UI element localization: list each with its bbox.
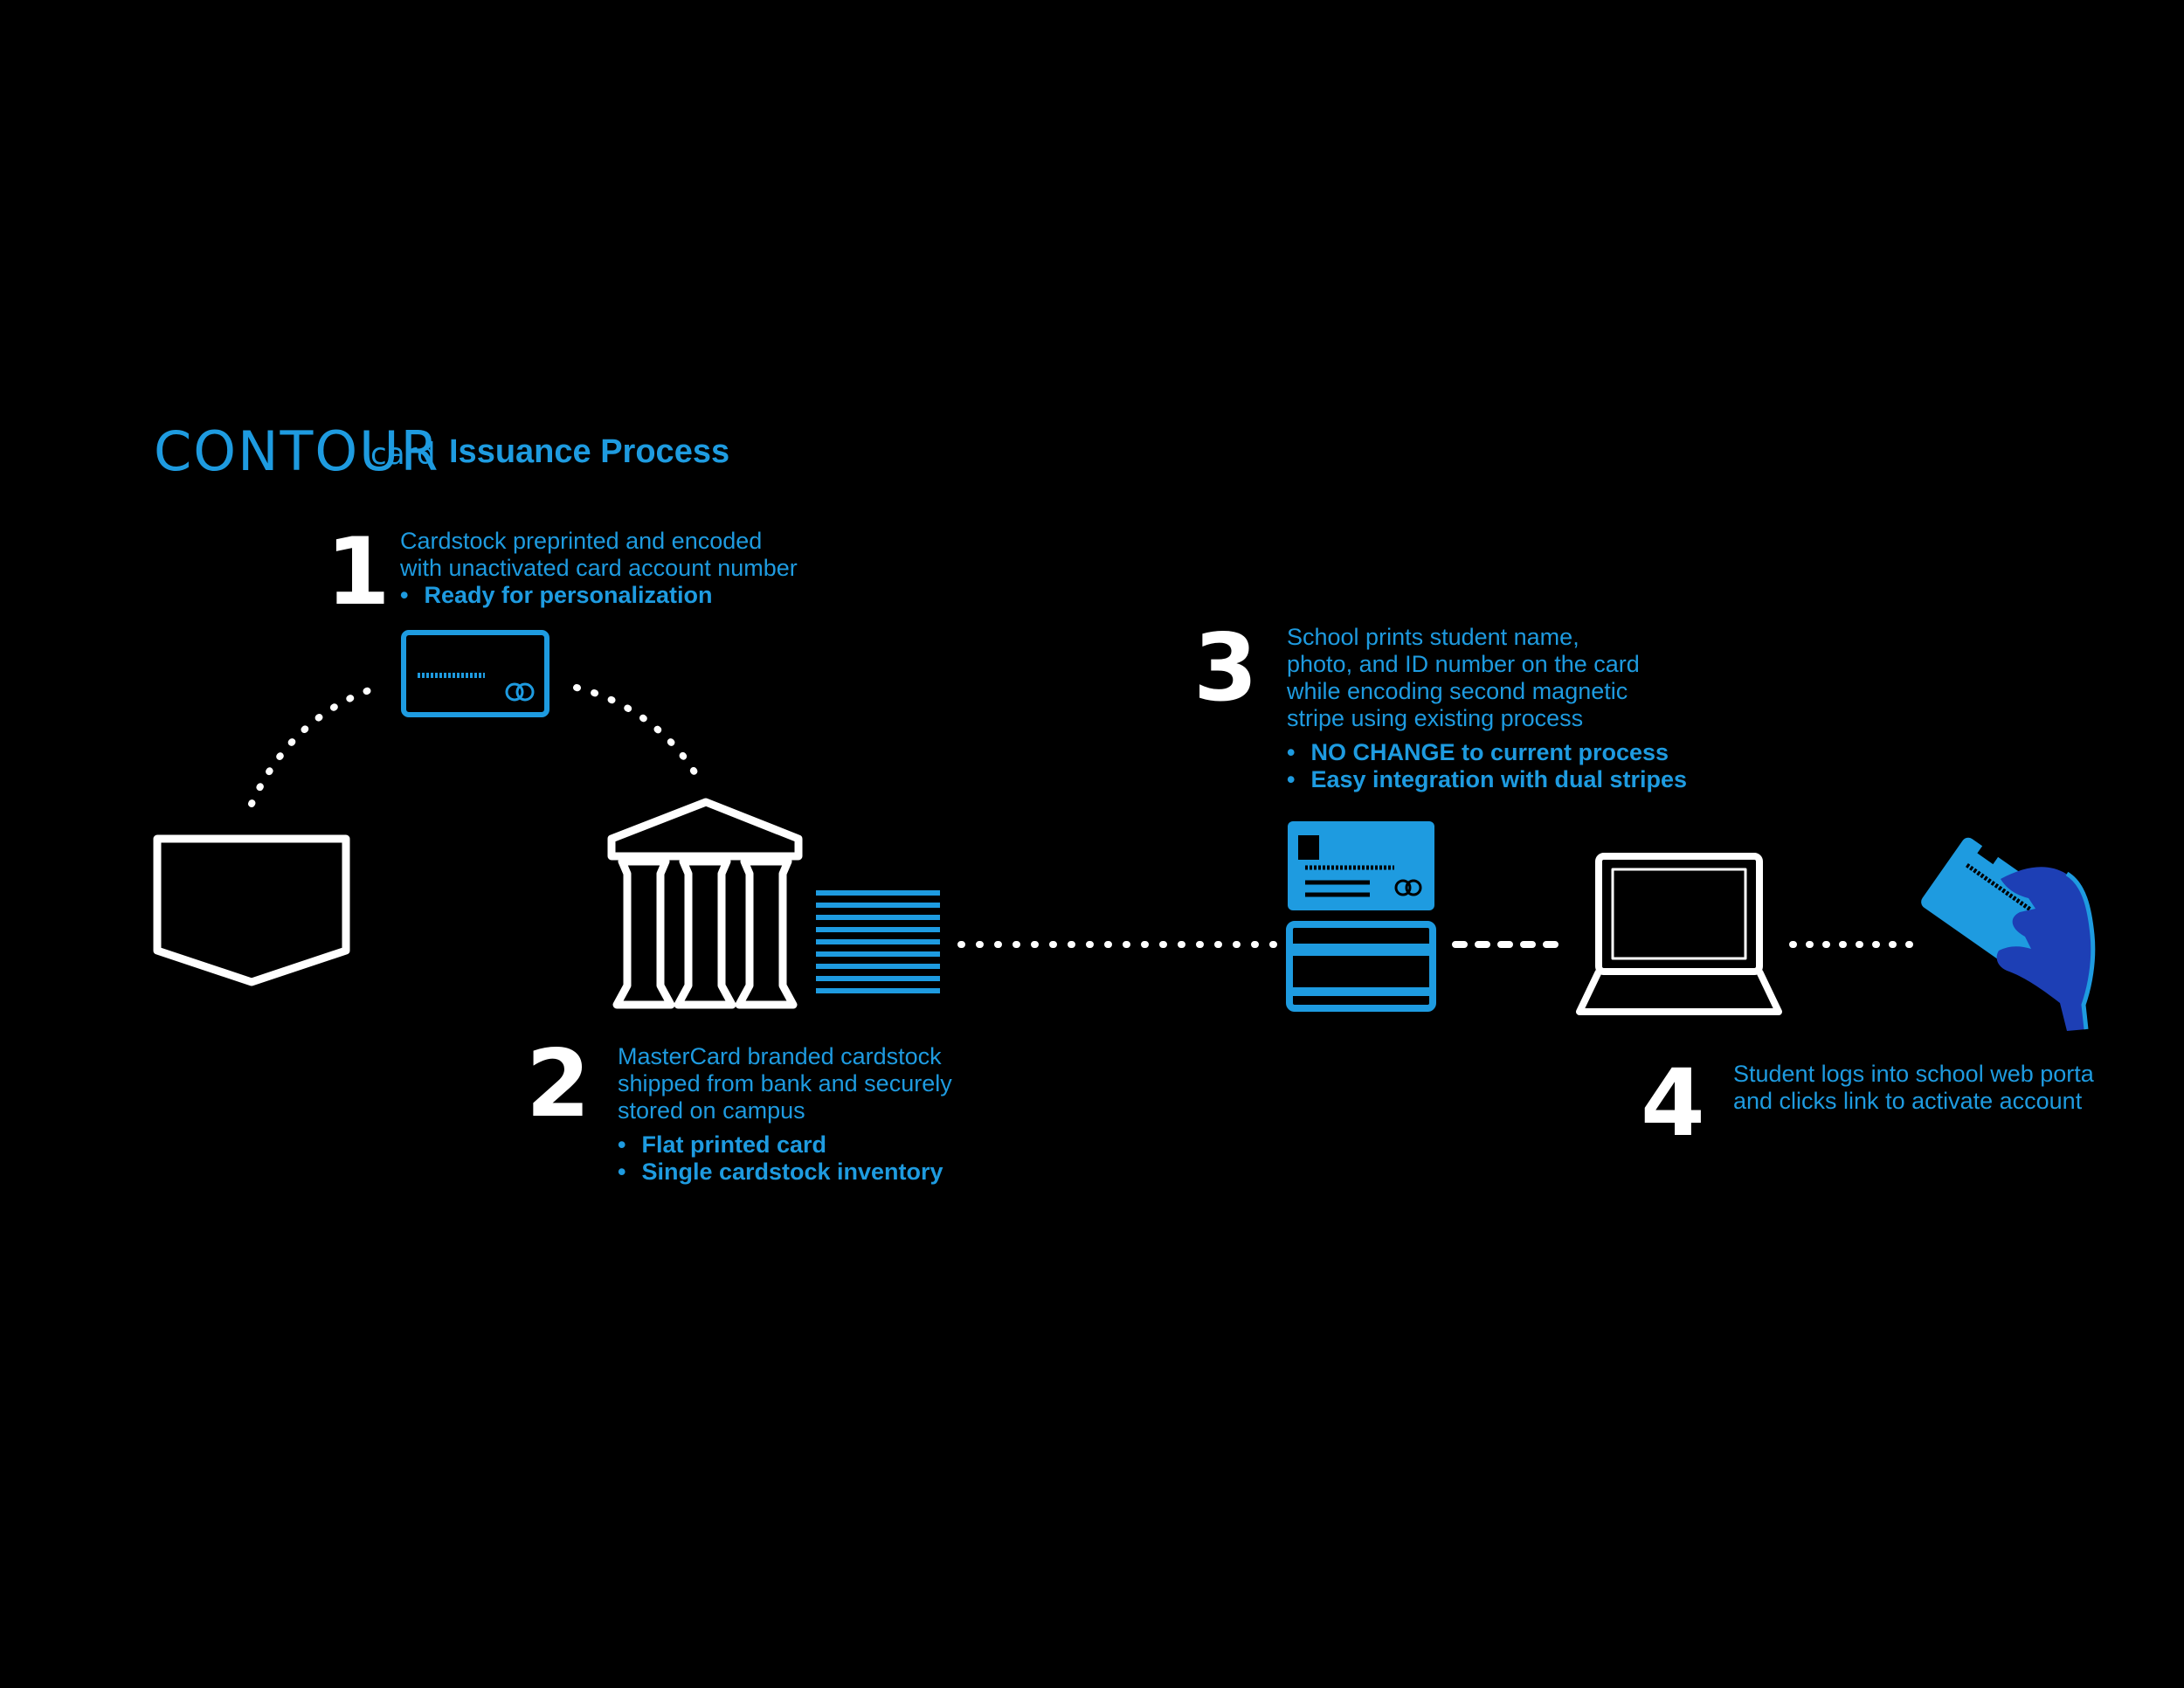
step-3-description: School prints student name, photo, and I…	[1287, 624, 1687, 732]
laptop-icon	[1576, 853, 1782, 1015]
step-2-line: shipped from bank and securely	[618, 1070, 952, 1097]
step-2-description: MasterCard branded cardstock shipped fro…	[618, 1043, 952, 1124]
step-3-line: while encoding second magnetic	[1287, 678, 1628, 704]
step-2-line: stored on campus	[618, 1097, 805, 1124]
card-stack-icon	[816, 890, 940, 993]
step-1-description: Cardstock preprinted and encoded with un…	[400, 528, 798, 582]
step-4-text: Student logs into school web porta and c…	[1733, 1061, 2094, 1115]
brand-logo: CONTOUR	[154, 419, 440, 483]
pocket-icon	[153, 834, 350, 986]
step-3-number: 3	[1193, 614, 1258, 722]
step-2-bullet: Flat printed card	[618, 1131, 952, 1159]
connector-arc-right	[573, 684, 702, 783]
step-1-line: with unactivated card account number	[400, 555, 798, 581]
step-2-bullets: Flat printed card Single cardstock inven…	[618, 1131, 952, 1186]
step-4-line: Student logs into school web porta	[1733, 1061, 2094, 1087]
step-1-bullets: Ready for personalization	[400, 582, 798, 609]
step-3-line: stripe using existing process	[1287, 705, 1584, 731]
step-1-line: Cardstock preprinted and encoded	[400, 528, 763, 554]
step-4-number: 4	[1641, 1049, 1705, 1157]
card-printer-icon	[1286, 821, 1436, 1012]
step-1-bullet: Ready for personalization	[400, 582, 798, 609]
step-3-line: School prints student name,	[1287, 624, 1579, 650]
step-2-line: MasterCard branded cardstock	[618, 1043, 942, 1069]
step-3-bullet: Easy integration with dual stripes	[1287, 766, 1687, 793]
step-4-line: and clicks link to activate account	[1733, 1088, 2083, 1114]
step-2-number: 2	[526, 1030, 591, 1138]
step-3-bullets: NO CHANGE to current process Easy integr…	[1287, 739, 1687, 793]
step-3-line: photo, and ID number on the card	[1287, 651, 1640, 677]
step-1-number: 1	[326, 518, 390, 626]
step-1-text: Cardstock preprinted and encoded with un…	[400, 528, 798, 609]
page-title: Issuance Process	[449, 433, 730, 470]
step-3-bullet: NO CHANGE to current process	[1287, 739, 1687, 766]
step-3-text: School prints student name, photo, and I…	[1287, 624, 1687, 793]
blank-card-icon	[401, 630, 549, 717]
brand-sub: card	[370, 437, 436, 472]
connector-arc-left	[248, 685, 377, 807]
step-2-text: MasterCard branded cardstock shipped fro…	[618, 1043, 952, 1186]
step-2-bullet: Single cardstock inventory	[618, 1159, 952, 1186]
step-4-description: Student logs into school web porta and c…	[1733, 1061, 2094, 1115]
hand-card-icon	[1921, 835, 2096, 1031]
bank-icon	[607, 798, 803, 1009]
